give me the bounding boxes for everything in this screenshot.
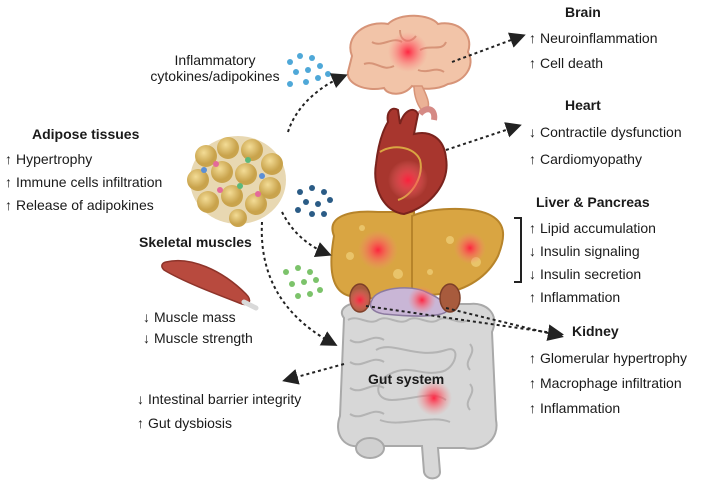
cytokines-line-1: Inflammatory <box>174 52 256 68</box>
effect-text: Insulin signaling <box>540 243 640 259</box>
liver-effect-item: ↓Insulin signaling <box>528 240 656 263</box>
arrow-up-icon: ↑ <box>529 350 536 366</box>
gut-effects-list: ↓Intestinal barrier integrity↑Gut dysbio… <box>136 387 301 435</box>
gut-effect-item: ↑Gut dysbiosis <box>136 411 301 435</box>
effect-text: Release of adipokines <box>16 197 154 213</box>
skeletal-effect-item: ↓Muscle strength <box>142 328 253 349</box>
effect-text: Inflammation <box>540 400 621 416</box>
arrow-up-icon: ↑ <box>529 289 536 305</box>
kidney-effects-list: ↑Glomerular hypertrophy↑Macrophage infil… <box>528 346 687 421</box>
arrow-down-icon: ↓ <box>143 330 150 346</box>
arrow-up-icon: ↑ <box>5 174 12 190</box>
adipose-effect-item: ↑Immune cells infiltration <box>4 171 162 194</box>
arrow-down-icon: ↓ <box>529 266 536 282</box>
liver-effect-item: ↑Inflammation <box>528 286 656 309</box>
arrow-down-icon: ↓ <box>529 243 536 259</box>
brain-effects-list: ↑Neuroinflammation↑Cell death <box>528 26 658 76</box>
liver-pancreas-title: Liver & Pancreas <box>536 194 650 210</box>
connector-arrows <box>260 32 564 385</box>
effect-text: Immune cells infiltration <box>16 174 163 190</box>
arrow-up-icon: ↑ <box>529 55 536 71</box>
liver-effect-item: ↓Insulin secretion <box>528 263 656 286</box>
kidney-effect-item: ↑Glomerular hypertrophy <box>528 346 687 371</box>
arrow-up-icon: ↑ <box>529 400 536 416</box>
adipose-effect-item: ↑Release of adipokines <box>4 194 162 217</box>
arrow-up-icon: ↑ <box>529 151 536 167</box>
cytokine-dots-navy <box>295 185 333 217</box>
effect-text: Intestinal barrier integrity <box>148 391 302 407</box>
liver-effect-item: ↑Lipid accumulation <box>528 217 656 240</box>
effect-text: Muscle strength <box>154 330 253 346</box>
heart-effect-item: ↓Contractile dysfunction <box>528 119 682 146</box>
effect-text: Glomerular hypertrophy <box>540 350 688 366</box>
kidney-effect-item: ↑Inflammation <box>528 396 687 421</box>
effect-text: Hypertrophy <box>16 151 93 167</box>
arrow-down-icon: ↓ <box>137 391 144 407</box>
arrow-up-icon: ↑ <box>5 151 12 167</box>
cytokine-dots-green <box>283 265 323 299</box>
effect-text: Inflammation <box>540 289 621 305</box>
muscle-icon <box>161 259 259 311</box>
arrow-down-icon: ↓ <box>143 309 150 325</box>
adipose-tissue-icon <box>187 136 286 227</box>
cytokines-line-2: cytokines/adipokines <box>150 68 280 84</box>
gut-title: Gut system <box>368 371 445 387</box>
heart-title: Heart <box>565 97 601 113</box>
effect-text: Macrophage infiltration <box>540 375 682 391</box>
effect-text: Contractile dysfunction <box>540 124 682 140</box>
arrow-up-icon: ↑ <box>529 220 536 236</box>
cytokine-dots-blue <box>287 53 331 87</box>
skeletal-title: Skeletal muscles <box>139 234 252 250</box>
effect-text: Insulin secretion <box>540 266 642 282</box>
effect-text: Cardiomyopathy <box>540 151 642 167</box>
arrow-up-icon: ↑ <box>5 197 12 213</box>
brain-title: Brain <box>565 4 601 20</box>
arrow-up-icon: ↑ <box>529 375 536 391</box>
gut-effect-item: ↓Intestinal barrier integrity <box>136 387 301 411</box>
effect-text: Cell death <box>540 55 604 71</box>
adipose-effects-list: ↑Hypertrophy↑Immune cells infiltration↑R… <box>4 148 162 217</box>
brain-effect-item: ↑Neuroinflammation <box>528 26 658 51</box>
intestine-icon <box>337 302 498 480</box>
heart-effects-list: ↓Contractile dysfunction↑Cardiomyopathy <box>528 119 682 173</box>
effect-text: Lipid accumulation <box>540 220 656 236</box>
heart-effect-item: ↑Cardiomyopathy <box>528 146 682 173</box>
effect-text: Muscle mass <box>154 309 236 325</box>
liver-pancreas-bracket <box>514 217 522 283</box>
effect-text: Neuroinflammation <box>540 30 658 46</box>
cytokines-label: Inflammatory cytokines/adipokines <box>150 52 280 84</box>
liver-pancreas-effects-list: ↑Lipid accumulation↓Insulin signaling↓In… <box>528 217 656 309</box>
adipose-title: Adipose tissues <box>32 126 140 142</box>
arrow-up-icon: ↑ <box>529 30 536 46</box>
arrow-up-icon: ↑ <box>137 415 144 431</box>
adipose-effect-item: ↑Hypertrophy <box>4 148 162 171</box>
kidney-title: Kidney <box>572 323 619 339</box>
skeletal-effect-item: ↓Muscle mass <box>142 307 253 328</box>
inflammation-highlights <box>348 32 486 416</box>
skeletal-effects-list: ↓Muscle mass↓Muscle strength <box>142 307 253 349</box>
arrow-down-icon: ↓ <box>529 124 536 140</box>
kidney-effect-item: ↑Macrophage infiltration <box>528 371 687 396</box>
effect-text: Gut dysbiosis <box>148 415 233 431</box>
brain-effect-item: ↑Cell death <box>528 51 658 76</box>
